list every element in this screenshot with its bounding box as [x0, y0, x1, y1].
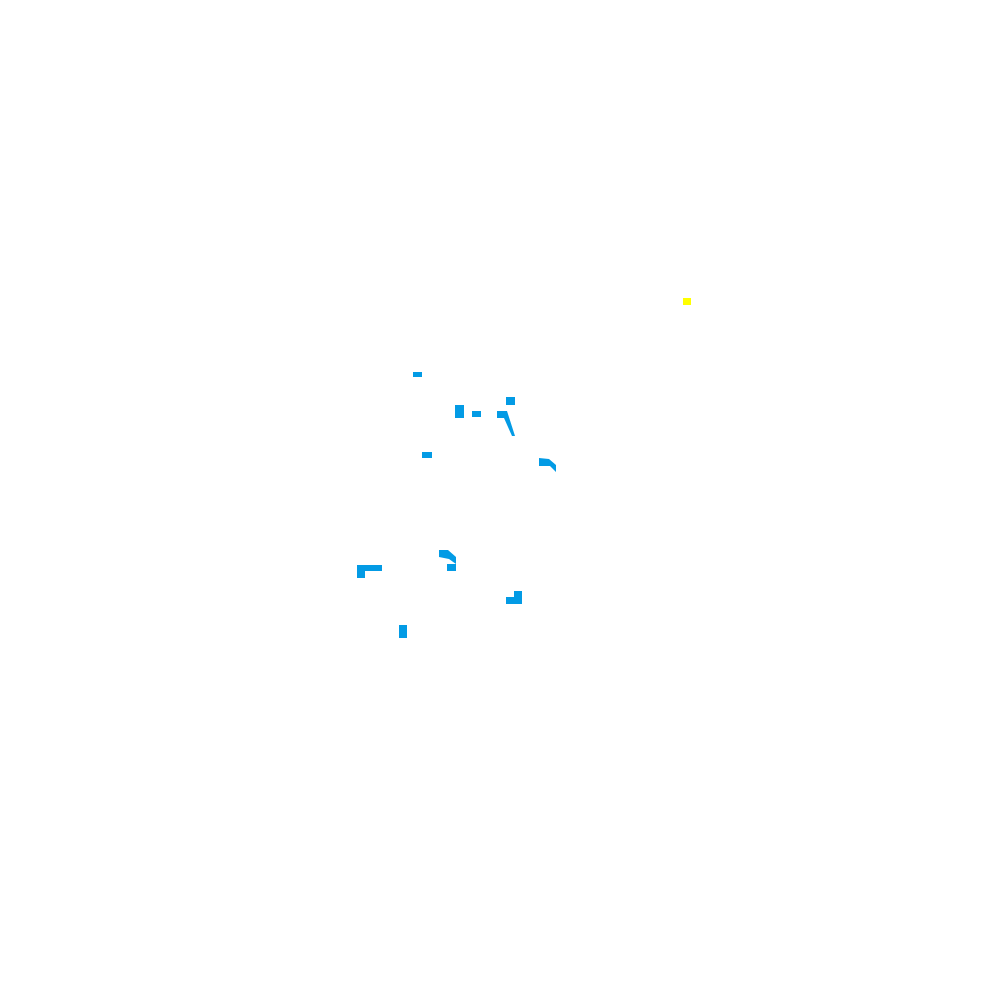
fragment-6 — [422, 452, 432, 458]
fragment-5 — [497, 411, 515, 436]
fragment-2 — [506, 397, 515, 405]
fragment-1 — [413, 372, 422, 377]
fragment-11 — [506, 591, 522, 604]
fragment-12 — [399, 625, 407, 638]
yellow-dot — [683, 298, 691, 305]
fragment-10 — [357, 565, 382, 578]
fragment-9 — [447, 564, 456, 571]
fragment-8 — [439, 550, 456, 564]
fragment-4 — [472, 411, 481, 417]
blue-fragments — [357, 372, 556, 638]
fragment-7 — [539, 458, 556, 472]
fragment-3 — [455, 405, 464, 418]
